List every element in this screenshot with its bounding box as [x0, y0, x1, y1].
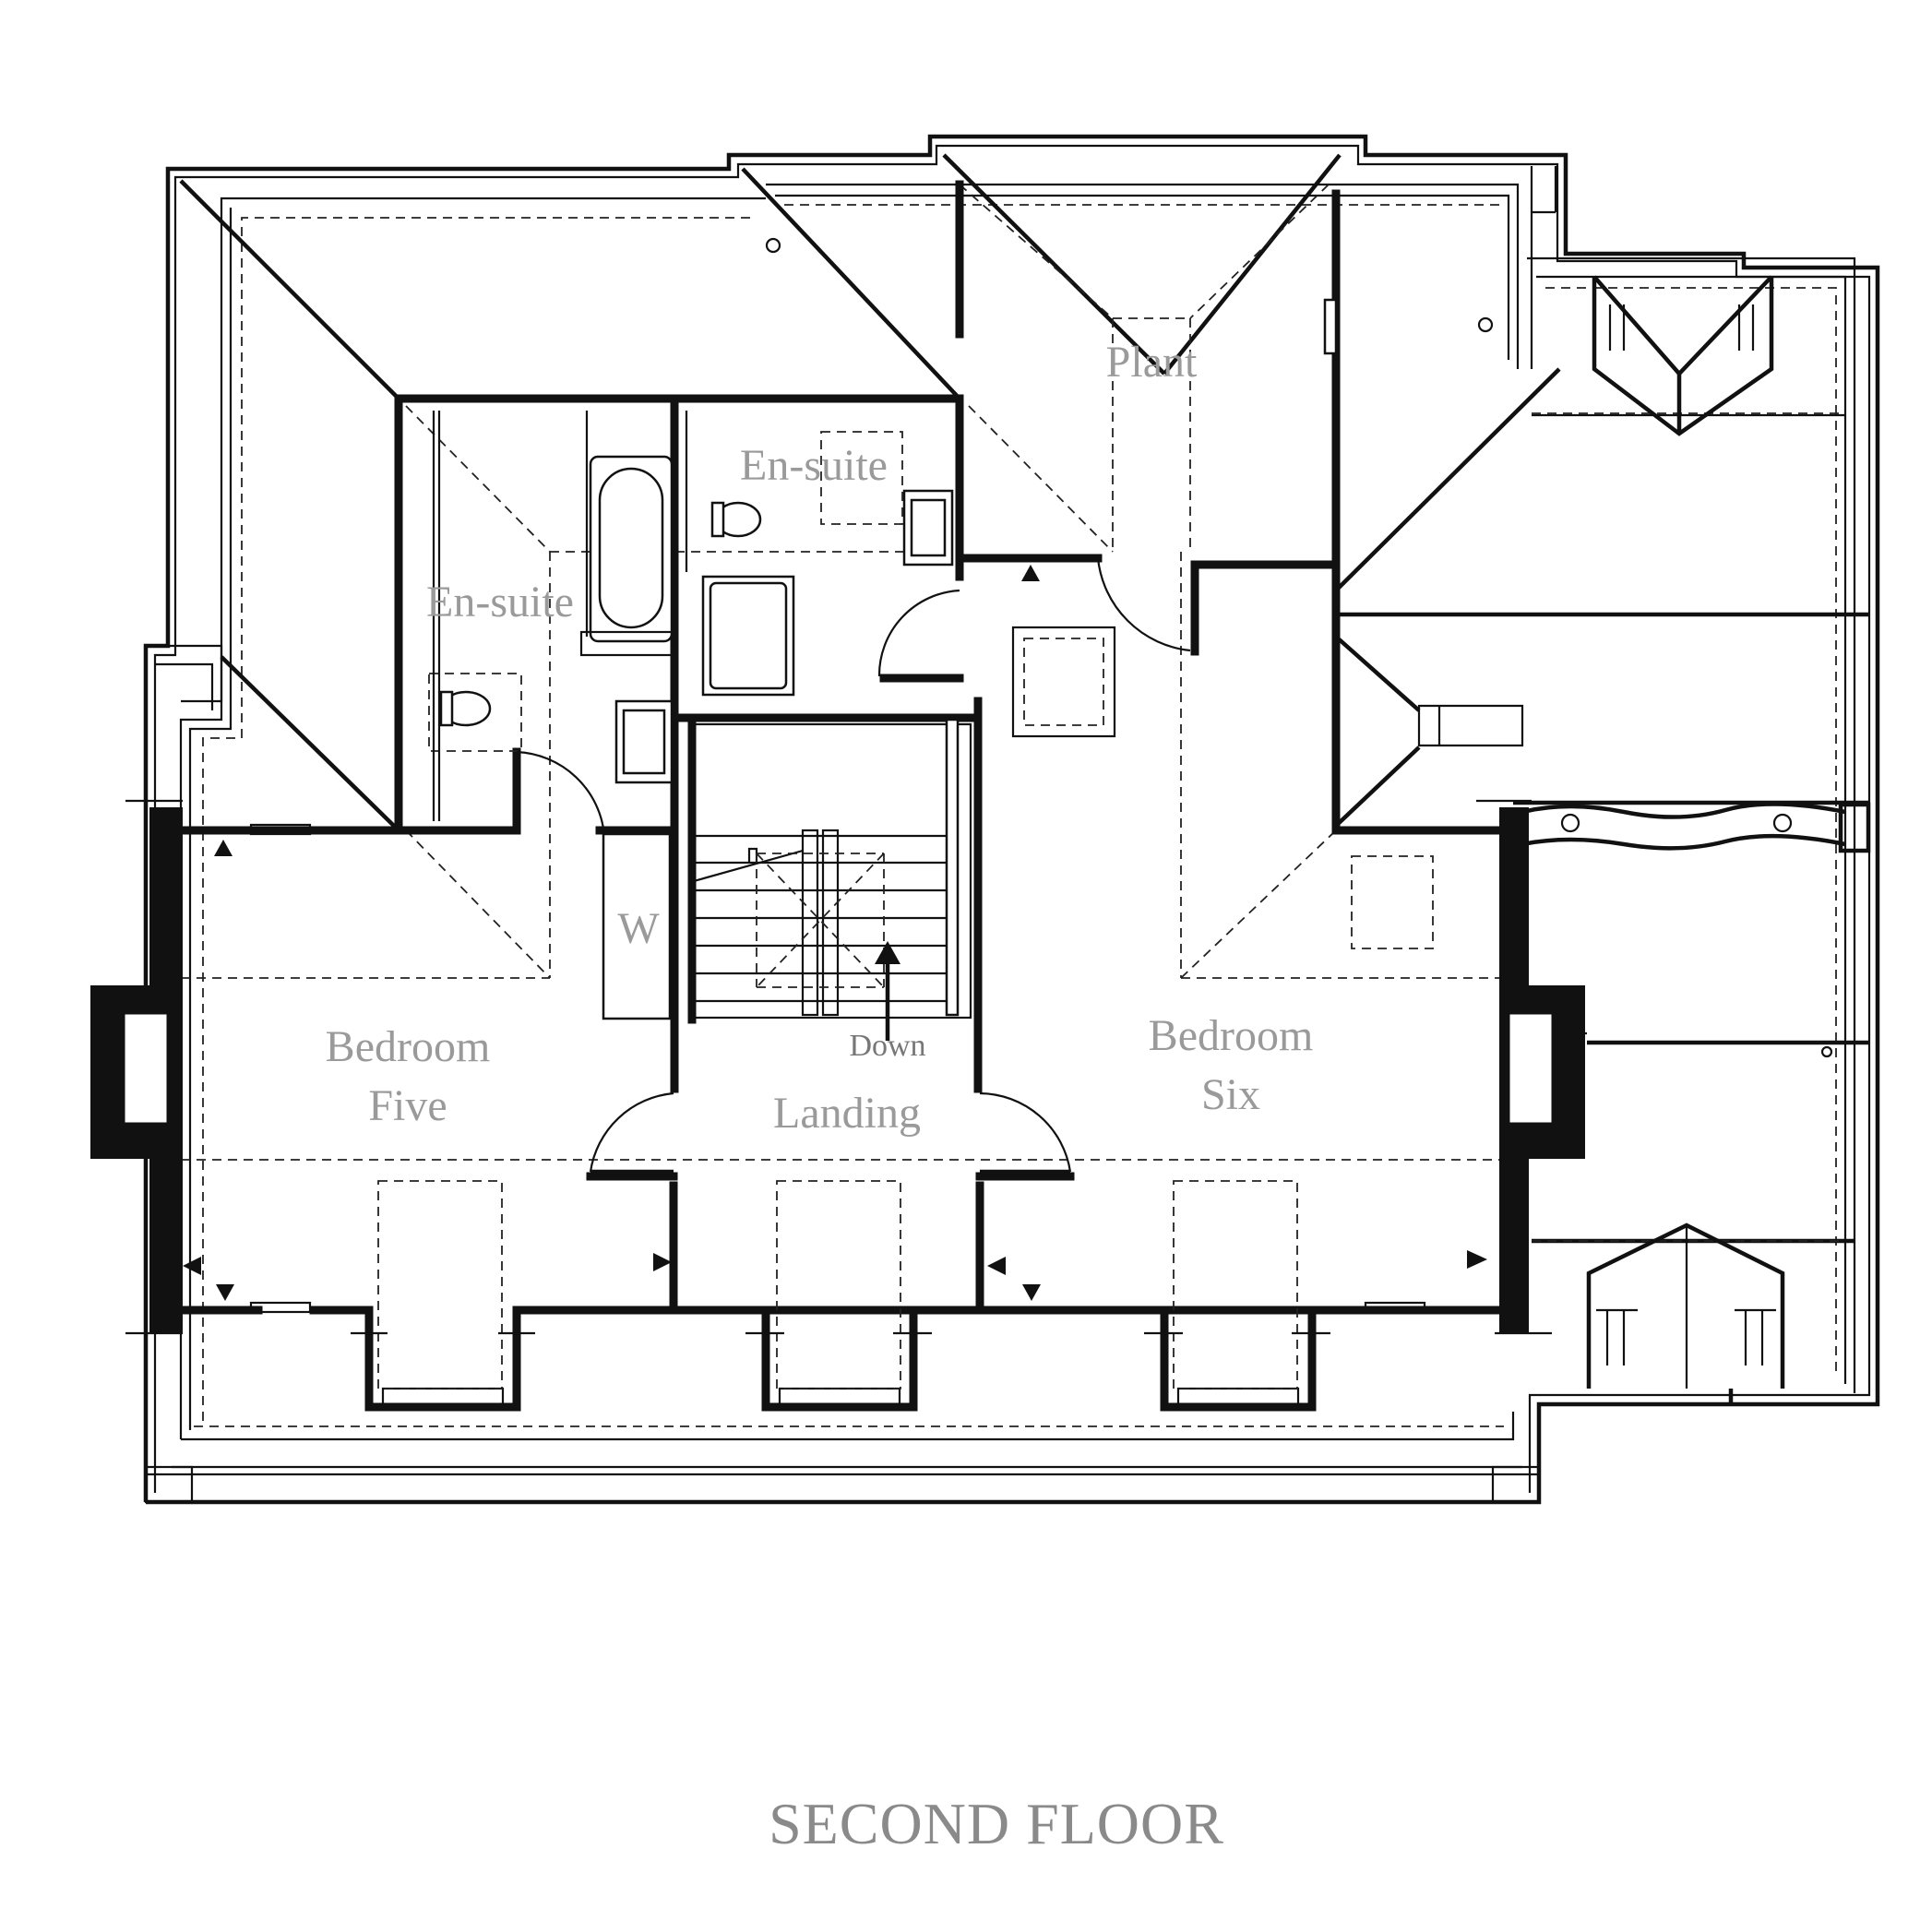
markers: [183, 237, 1833, 1301]
bathroom-fixtures: [432, 411, 954, 821]
room-label-ensuite-top: En-suite: [740, 441, 888, 490]
room-label-wardrobe: W: [617, 904, 660, 953]
roof-features: [1417, 275, 1871, 1404]
stair-direction-label: Down: [849, 1029, 925, 1063]
floor-title: SECOND FLOOR: [769, 1791, 1224, 1856]
skylights: [428, 431, 1434, 949]
staircase: [692, 718, 972, 1041]
walls: [90, 180, 1585, 1412]
roof-outline: [143, 134, 1880, 1505]
wardrobe-unit: [602, 832, 672, 1020]
room-label-bedroom-six-line1: Bedroom: [1149, 1011, 1314, 1060]
door-swings: [516, 557, 1191, 1175]
room-label-ensuite-left: En-suite: [426, 578, 574, 626]
room-label-plant: Plant: [1106, 338, 1198, 387]
ceiling-dashed-lines: [181, 184, 1845, 1242]
room-label-bedroom-five-line2: Five: [368, 1081, 447, 1130]
room-label-bedroom-five-line1: Bedroom: [326, 1022, 491, 1071]
dormer-windows: [125, 799, 1552, 1407]
room-label-bedroom-six-line2: Six: [1201, 1070, 1260, 1119]
room-label-landing: Landing: [773, 1089, 921, 1138]
